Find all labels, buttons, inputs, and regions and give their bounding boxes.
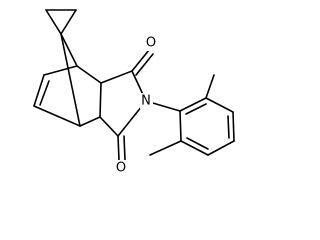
bond-aryl-5: [180, 140, 209, 156]
bond-methyl-top: [205, 74, 215, 99]
bond-co-top-b: [135, 53, 154, 76]
bond-aryl-6: [179, 110, 182, 142]
bond-alkene: [33, 74, 45, 107]
nitrogen-label: N: [141, 94, 151, 109]
bond-bridgehead-vinyl-top: [43, 65, 78, 76]
bond-aryl-inner-3: [186, 137, 209, 150]
bond-junction-carbonyl-bottom: [99, 116, 119, 137]
bond-bridge-top: [60, 33, 78, 67]
bonds-group: [33, 9, 235, 161]
bond-aryl-1: [179, 97, 207, 112]
oxygen-bottom-atom: O: [115, 160, 128, 176]
bond-cyclopropane-2: [45, 9, 62, 35]
bond-co-bottom-a: [117, 135, 120, 161]
bond-aryl-2: [205, 97, 234, 113]
bond-aryl-4: [207, 140, 235, 156]
bond-vinyl-bridgehead-bottom: [33, 105, 81, 127]
bond-aryl-3: [232, 111, 235, 142]
atom-labels-group: O N O: [115, 35, 158, 176]
bond-bridge-bottom: [60, 33, 81, 127]
bond-aryl-inner-1: [185, 103, 207, 115]
bond-co-bottom-b: [123, 135, 126, 161]
structure-canvas: O N O: [33, 9, 235, 176]
bond-ring-fusion: [99, 82, 102, 118]
nitrogen-atom: N: [140, 93, 153, 109]
bond-junction-carbonyl-top: [100, 70, 133, 84]
bond-bridgehead-junction-bottom: [79, 116, 101, 127]
oxygen-top-label: O: [146, 36, 156, 51]
bond-bridgehead-junction-top: [76, 65, 102, 84]
oxygen-bottom-label: O: [116, 161, 126, 176]
bond-cyclopropane-3: [60, 9, 77, 35]
bond-methyl-bottom: [149, 140, 182, 156]
oxygen-top-atom: O: [145, 35, 158, 51]
molecule-drawing: O N O: [33, 9, 235, 176]
bond-aryl-inner-2: [227, 115, 230, 139]
bond-alkene-inner: [39, 80, 50, 106]
bond-co-top-a: [131, 49, 150, 72]
